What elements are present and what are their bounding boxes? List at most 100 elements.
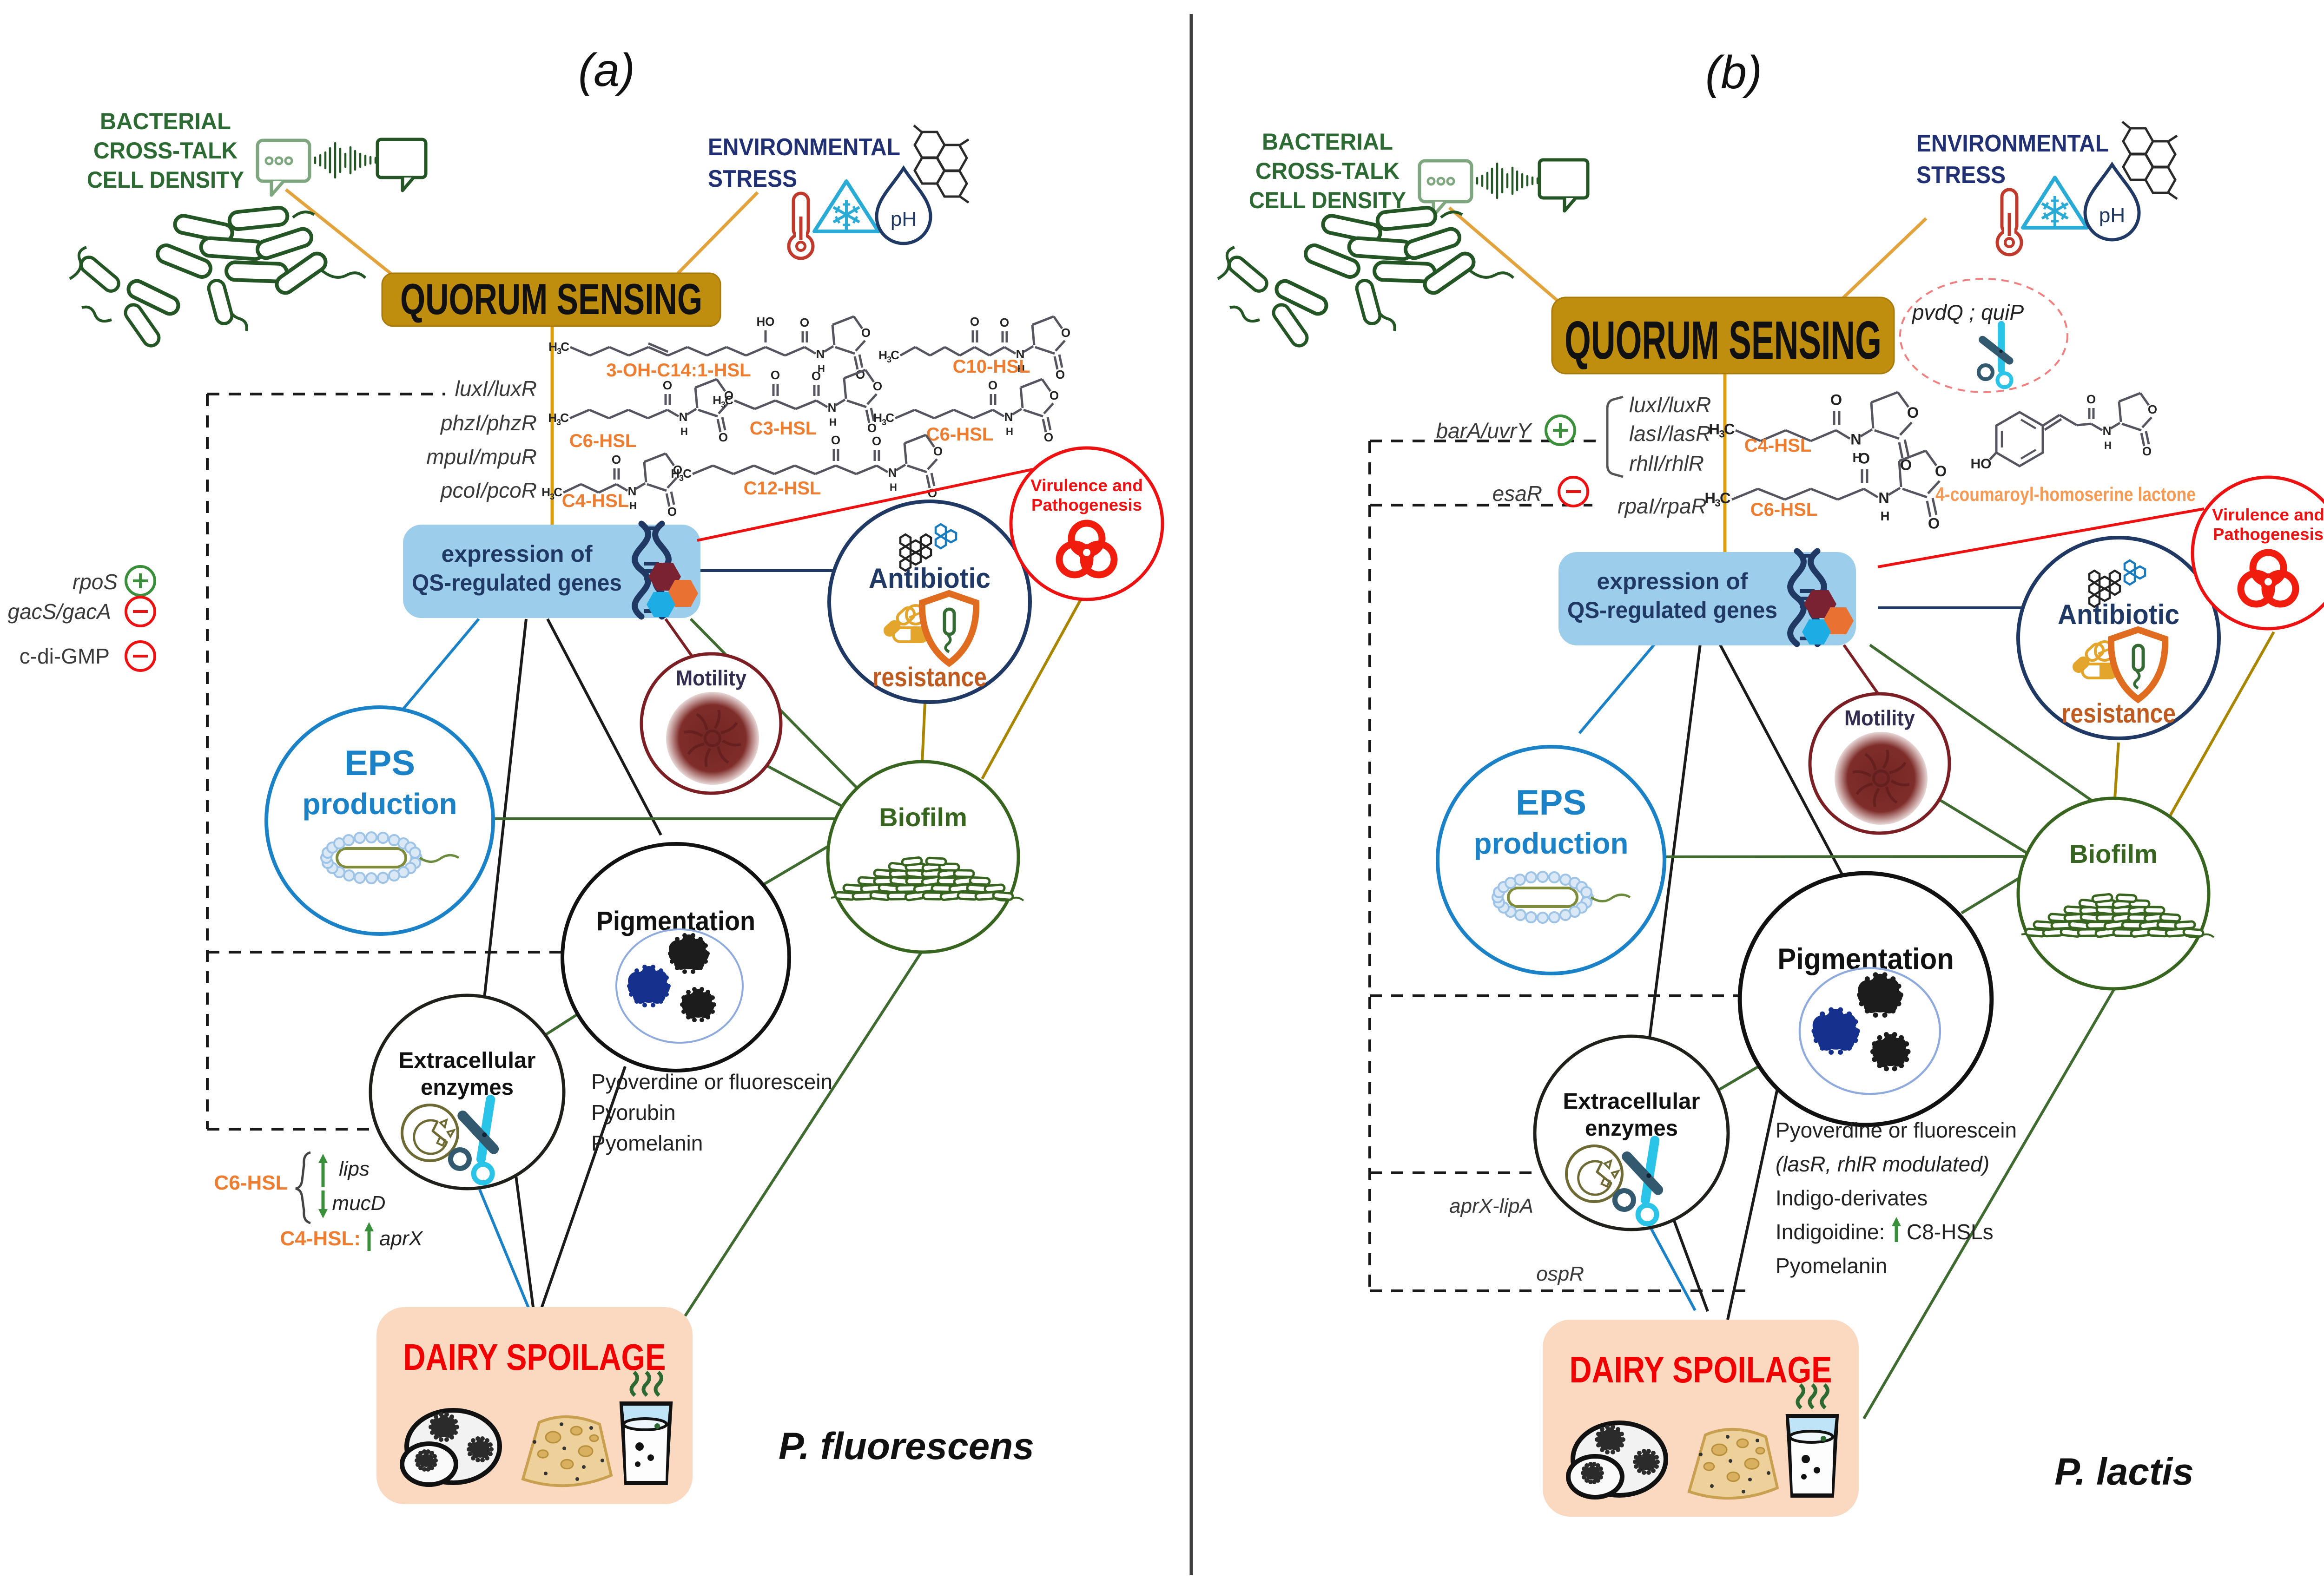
svg-text:C6-HSL: C6-HSL xyxy=(214,1171,288,1194)
svg-text:(a): (a) xyxy=(578,44,635,96)
svg-text:O: O xyxy=(719,430,728,444)
svg-text:3: 3 xyxy=(1719,428,1725,440)
svg-text:N: N xyxy=(1850,431,1861,448)
svg-text:Pyomelanin: Pyomelanin xyxy=(1776,1254,1887,1278)
svg-text:O: O xyxy=(1907,404,1919,421)
svg-text:P. lactis: P. lactis xyxy=(2054,1451,2193,1493)
svg-text:3: 3 xyxy=(1715,497,1721,509)
svg-text:lips: lips xyxy=(339,1158,370,1180)
svg-text:O: O xyxy=(1935,463,1947,480)
svg-text:O: O xyxy=(1830,392,1842,408)
svg-text:pcoI/pcoR: pcoI/pcoR xyxy=(440,478,537,502)
svg-text:O: O xyxy=(872,434,881,448)
svg-text:gacS/gacA: gacS/gacA xyxy=(8,599,111,624)
svg-text:Pyoverdine or fluorescein: Pyoverdine or fluorescein xyxy=(591,1070,832,1094)
svg-text:pvdQ ; quiP: pvdQ ; quiP xyxy=(1911,300,2024,324)
svg-text:3: 3 xyxy=(557,347,561,356)
svg-text:O: O xyxy=(1061,326,1070,340)
svg-text:O: O xyxy=(2086,392,2096,406)
svg-text:rpoS: rpoS xyxy=(73,570,118,594)
svg-text:3: 3 xyxy=(882,418,886,427)
svg-text:Pyorubin: Pyorubin xyxy=(591,1100,676,1125)
svg-text:O: O xyxy=(1000,316,1009,329)
svg-text:N: N xyxy=(679,410,688,424)
svg-text:H: H xyxy=(818,363,825,375)
svg-text:C10-HSL: C10-HSL xyxy=(953,356,1030,377)
svg-text:H C: H C xyxy=(1709,421,1735,438)
svg-text:C4-HSL:: C4-HSL: xyxy=(280,1227,361,1250)
svg-text:4-coumaroyl-homoserine lactone: 4-coumaroyl-homoserine lactone xyxy=(1935,483,2196,505)
svg-text:H C: H C xyxy=(548,411,569,425)
svg-text:3-OH-C14:1-HSL: 3-OH-C14:1-HSL xyxy=(606,360,751,381)
svg-text:3: 3 xyxy=(556,418,561,427)
svg-text:3: 3 xyxy=(550,492,555,501)
svg-text:H: H xyxy=(680,426,688,437)
svg-text:HO: HO xyxy=(757,315,775,329)
svg-text:phzI/phzR: phzI/phzR xyxy=(440,411,537,435)
svg-text:C8-HSLs: C8-HSLs xyxy=(1907,1220,1994,1244)
svg-text:O: O xyxy=(1050,388,1059,402)
svg-text:H C: H C xyxy=(873,411,894,425)
svg-text:H C: H C xyxy=(671,467,692,480)
svg-text:O: O xyxy=(928,486,937,500)
svg-text:aprX-lipA: aprX-lipA xyxy=(1449,1195,1533,1217)
svg-text:O: O xyxy=(933,444,943,458)
svg-text:barA/uvrY: barA/uvrY xyxy=(1436,419,1532,443)
svg-text:c-di-GMP: c-di-GMP xyxy=(20,644,110,668)
svg-text:O: O xyxy=(1928,515,1940,532)
svg-text:H: H xyxy=(1017,363,1025,375)
svg-text:esaR: esaR xyxy=(1492,481,1542,506)
svg-text:P. fluorescens: P. fluorescens xyxy=(779,1425,1034,1467)
svg-text:O: O xyxy=(861,326,871,340)
svg-text:O: O xyxy=(2148,402,2157,416)
svg-text:H: H xyxy=(629,500,637,512)
svg-text:QUORUM SENSING: QUORUM SENSING xyxy=(1565,310,1882,370)
svg-text:Pyomelanin: Pyomelanin xyxy=(591,1131,703,1155)
svg-text:H C: H C xyxy=(713,393,733,407)
svg-text:3: 3 xyxy=(679,474,684,483)
svg-text:luxI/luxR: luxI/luxR xyxy=(455,376,537,401)
svg-text:H C: H C xyxy=(541,485,562,499)
svg-text:C6-HSL: C6-HSL xyxy=(926,424,993,445)
svg-text:H: H xyxy=(1006,426,1013,437)
svg-text:O: O xyxy=(1056,368,1065,381)
svg-text:(lasR, rhlR modulated): (lasR, rhlR modulated) xyxy=(1776,1152,1989,1176)
svg-text:Indigoidine:: Indigoidine: xyxy=(1776,1220,1885,1244)
svg-text:N: N xyxy=(1878,490,1889,506)
svg-text:N: N xyxy=(1004,410,1013,424)
svg-text:C3-HSL: C3-HSL xyxy=(750,418,817,439)
svg-text:O: O xyxy=(663,378,672,392)
svg-text:Pyoverdine or fluorescein: Pyoverdine or fluorescein xyxy=(1776,1118,2017,1142)
svg-text:luxI/luxR: luxI/luxR xyxy=(1629,393,1711,417)
svg-text:H: H xyxy=(890,481,897,493)
svg-text:N: N xyxy=(1016,347,1025,361)
svg-text:C4-HSL: C4-HSL xyxy=(1744,435,1811,456)
svg-text:rhlI/rhlR: rhlI/rhlR xyxy=(1629,451,1704,475)
svg-text:mpuI/mpuR: mpuI/mpuR xyxy=(426,445,537,469)
svg-text:C6-HSL: C6-HSL xyxy=(1750,500,1817,520)
svg-text:O: O xyxy=(867,421,877,435)
svg-text:H C: H C xyxy=(878,348,899,362)
svg-text:H C: H C xyxy=(1705,490,1731,506)
svg-text:O: O xyxy=(988,378,997,392)
svg-text:mucD: mucD xyxy=(332,1192,386,1215)
svg-text:HO: HO xyxy=(1971,456,1992,472)
svg-text:H: H xyxy=(829,416,837,428)
svg-text:rpaI/rpaR: rpaI/rpaR xyxy=(1618,494,1707,518)
svg-text:H C: H C xyxy=(548,340,569,354)
svg-text:H: H xyxy=(1881,509,1890,523)
svg-text:H: H xyxy=(2104,440,2112,451)
svg-text:O: O xyxy=(970,315,979,329)
svg-text:O: O xyxy=(771,368,780,382)
svg-text:N: N xyxy=(888,466,897,480)
svg-text:O: O xyxy=(1858,450,1870,467)
svg-text:O: O xyxy=(812,369,821,383)
svg-text:ospR: ospR xyxy=(1536,1263,1584,1285)
svg-text:Indigo-derivates: Indigo-derivates xyxy=(1776,1186,1928,1210)
svg-text:O: O xyxy=(612,453,621,467)
svg-text:lasI/lasR: lasI/lasR xyxy=(1629,421,1711,446)
svg-text:O: O xyxy=(673,463,682,477)
svg-text:O: O xyxy=(2142,444,2152,458)
svg-text:3: 3 xyxy=(887,355,891,364)
svg-text:3: 3 xyxy=(721,400,726,409)
